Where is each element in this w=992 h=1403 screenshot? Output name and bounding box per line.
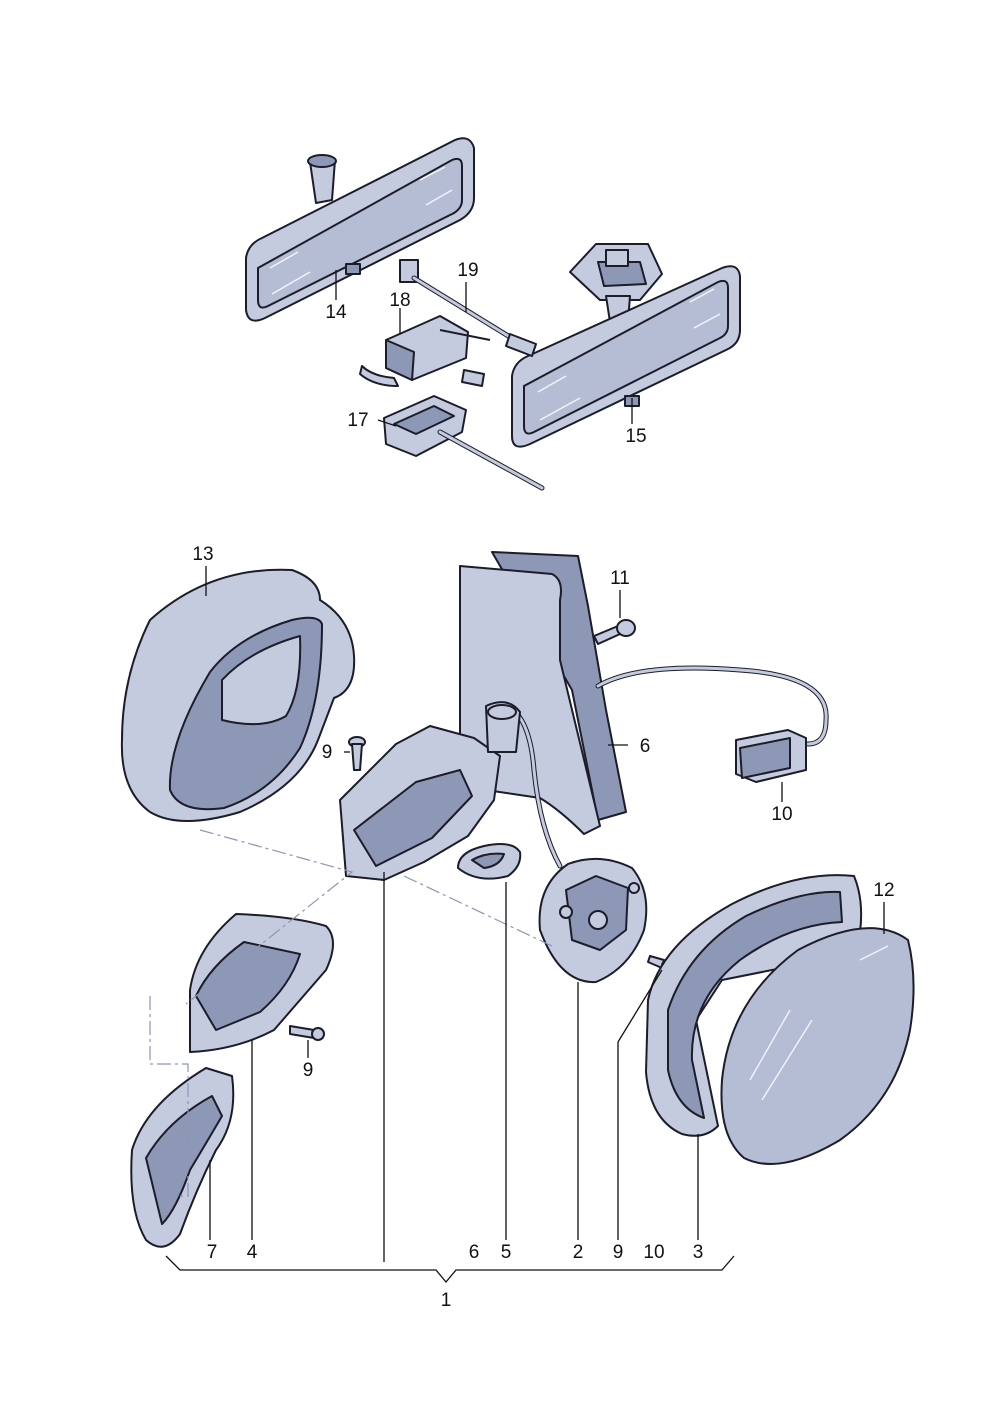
lower-cover-4 xyxy=(189,913,334,1053)
assembly-dash-lines xyxy=(149,829,553,1197)
label-part-12: 12 xyxy=(873,880,894,901)
label-part-4: 4 xyxy=(247,1242,258,1263)
label-part-11: 11 xyxy=(610,568,630,589)
label-part-2: 2 xyxy=(573,1242,584,1263)
leader-lines xyxy=(205,270,885,1262)
mirror-bracket xyxy=(339,701,521,881)
wire-harness-10 xyxy=(507,665,829,869)
label-part-1: 1 xyxy=(441,1290,452,1311)
label-part-18: 18 xyxy=(389,290,410,311)
label-part-3: 3 xyxy=(693,1242,704,1263)
turn-signal-7 xyxy=(130,1067,235,1248)
label-part-9-mid: 9 xyxy=(303,1060,314,1081)
label-part-17: 17 xyxy=(347,410,368,431)
label-part-13: 13 xyxy=(192,544,213,565)
screw-9-upper xyxy=(348,736,366,771)
label-part-7: 7 xyxy=(207,1242,218,1263)
screw-9-lower xyxy=(289,1025,325,1041)
screw-11 xyxy=(593,619,636,645)
label-part-10-top: 10 xyxy=(771,804,792,825)
adjustment-motor-2 xyxy=(538,857,648,984)
rearview-mirror-14 xyxy=(245,137,475,322)
label-part-19: 19 xyxy=(457,260,478,281)
assembly-bracket xyxy=(165,1255,735,1284)
rearview-mirror-15 xyxy=(511,243,741,448)
part-labels: 14 19 18 17 15 13 11 6 9 10 12 9 7 4 6 5… xyxy=(192,260,894,1311)
label-part-5: 5 xyxy=(501,1242,512,1263)
seal-5 xyxy=(457,843,522,880)
cover-17 xyxy=(383,395,545,491)
label-part-15: 15 xyxy=(625,426,646,447)
label-part-10-bottom: 10 xyxy=(643,1242,664,1263)
mirror-housing-13 xyxy=(120,568,356,822)
mirror-glass-12 xyxy=(720,927,915,1165)
label-part-9-bottom: 9 xyxy=(613,1242,624,1263)
label-part-6-top: 6 xyxy=(640,736,651,757)
label-part-9-top: 9 xyxy=(322,742,333,763)
label-part-6-bottom: 6 xyxy=(469,1242,480,1263)
control-unit-18 xyxy=(359,315,491,387)
label-part-14: 14 xyxy=(325,302,347,323)
